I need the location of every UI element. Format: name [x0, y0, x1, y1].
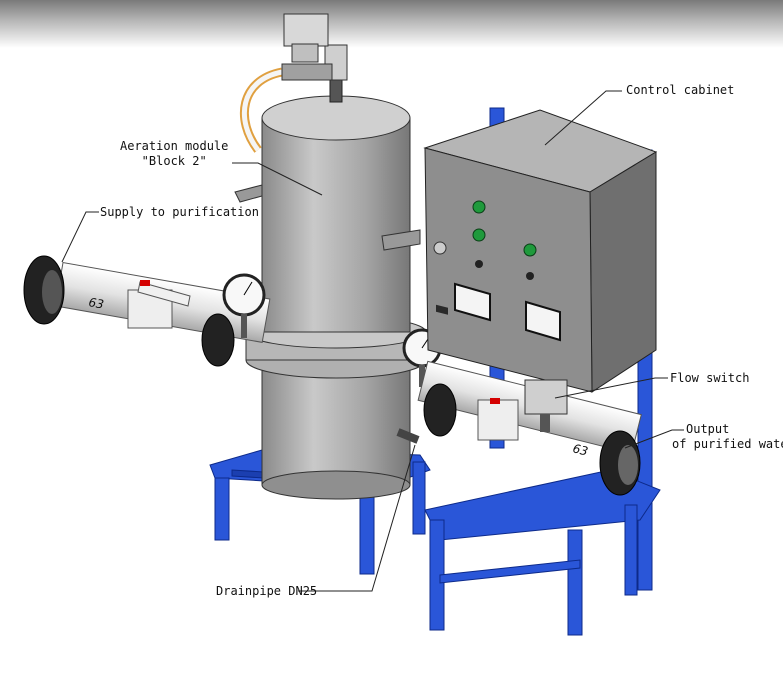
drainpipe-label: Drainpipe DN25	[216, 584, 318, 598]
flow-switch-label: Flow switch	[670, 371, 750, 385]
outlet-pipe-marking: 63	[571, 441, 589, 458]
output-label-line2: of purified water	[672, 437, 783, 451]
supply-label: Supply to purification	[100, 205, 259, 219]
control-cabinet	[423, 109, 658, 393]
control-cabinet-label: Control cabinet	[626, 83, 735, 97]
top-air-valve	[239, 13, 348, 153]
pressure-gauge-left	[222, 273, 266, 338]
aeration-vessel	[234, 95, 427, 500]
output-label-line1: Output	[686, 422, 730, 436]
aeration-module-label: Aeration module "Block 2"	[120, 139, 228, 169]
top-gradient-band	[0, 0, 783, 48]
aeration-module-label-line1: Aeration module	[120, 139, 229, 153]
inlet-pipe-marking: 63	[87, 295, 104, 311]
inlet-pipeline	[23, 255, 271, 367]
leader-lines	[61, 90, 684, 592]
output-label: Output of purified water	[672, 422, 783, 452]
aeration-module-label-line2: "Block 2"	[141, 154, 207, 168]
